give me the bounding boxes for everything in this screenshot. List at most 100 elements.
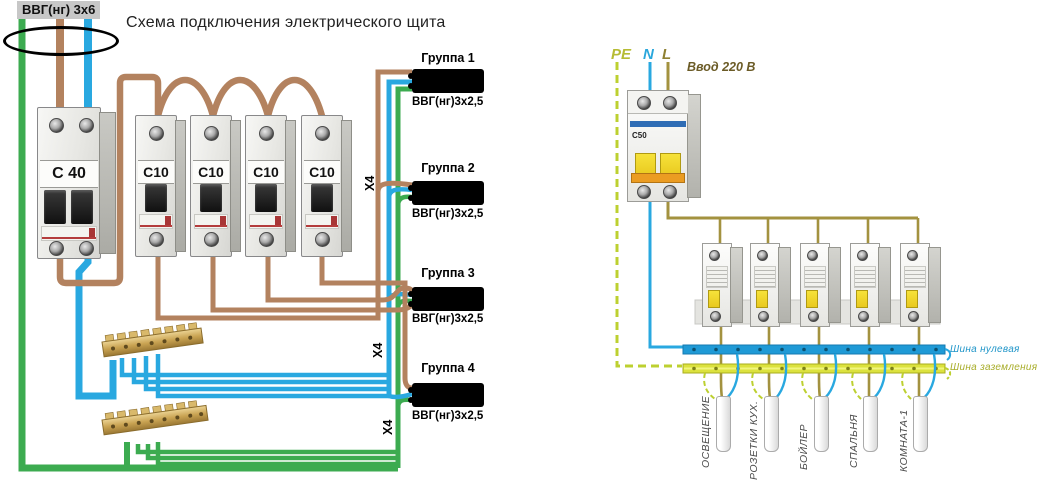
branch-breaker-4: C10 xyxy=(301,115,352,257)
screw-icon xyxy=(757,250,768,261)
ground-riser xyxy=(395,86,412,468)
group-4-cable-spec: ВВГ(нг)3х2,5 xyxy=(412,410,484,422)
breaker-side xyxy=(99,112,116,254)
circuit-breaker-1 xyxy=(702,243,743,327)
output-cable-5 xyxy=(913,396,928,452)
group-2-cable xyxy=(408,181,484,205)
screw-icon xyxy=(709,250,720,261)
breaker-side xyxy=(778,247,791,323)
breaker-toggle xyxy=(708,290,720,308)
neutral-busbar-left xyxy=(101,322,204,358)
breaker-spec-sticker xyxy=(706,266,728,288)
breaker-spec-sticker xyxy=(41,226,97,241)
screw-icon xyxy=(149,126,164,141)
circuit-breaker-3 xyxy=(800,243,841,327)
breaker-toggle xyxy=(311,184,333,212)
circuit-label-bedroom: СПАЛЬНЯ xyxy=(848,414,860,468)
group-2-title: Группа 2 xyxy=(421,161,475,175)
brand-stripe xyxy=(630,121,686,127)
screw-icon xyxy=(204,126,219,141)
connector-label-x4-2: Х4 xyxy=(371,342,385,358)
breaker-spec-sticker xyxy=(139,214,173,229)
screw-icon xyxy=(259,126,274,141)
screw-icon xyxy=(907,250,918,261)
screw-icon xyxy=(663,96,677,110)
breaker-rating-label: C10 xyxy=(138,160,174,184)
screw-icon xyxy=(807,250,818,261)
branch-breaker-2: C10 xyxy=(190,115,241,257)
breaker-side xyxy=(175,120,186,252)
ground-busbar-left xyxy=(101,400,209,436)
breaker-side xyxy=(878,247,891,323)
circuit-label-boiler: БОЙЛЕР xyxy=(798,424,810,470)
circuit-breaker-5 xyxy=(900,243,941,327)
cable-ellipse-annotation xyxy=(3,26,119,56)
neutral-busbar-right xyxy=(682,344,952,361)
breaker-toggle xyxy=(145,184,167,212)
breaker-rating-label: C50 xyxy=(632,131,647,140)
group-1-cable xyxy=(408,69,484,93)
screw-icon xyxy=(204,232,219,247)
breaker-spec-sticker xyxy=(249,214,283,229)
group-1-title: Группа 1 xyxy=(421,51,475,65)
neutral-main-wire xyxy=(75,248,117,400)
input-cable-label: ВВГ(нг) 3х6 xyxy=(17,1,101,19)
breaker-side xyxy=(928,247,941,323)
breaker-toggle xyxy=(255,184,277,212)
circuit-label-kitchen-sockets: РОЗЕТКИ КУХ. xyxy=(748,400,760,480)
n-label: N xyxy=(643,46,654,63)
screw-icon xyxy=(758,311,769,322)
screw-icon xyxy=(79,241,94,256)
l-label: L xyxy=(662,46,672,63)
screw-icon xyxy=(858,311,869,322)
group-2-cable-spec: ВВГ(нг)3х2,5 xyxy=(412,208,484,220)
output-cable-1 xyxy=(716,396,731,452)
screw-icon xyxy=(259,232,274,247)
screw-icon xyxy=(315,126,330,141)
ground-busbar-right xyxy=(682,363,952,380)
screw-icon xyxy=(149,232,164,247)
group-3-title: Группа 3 xyxy=(421,266,475,280)
ground-bus-label: Шина заземления xyxy=(950,362,1038,373)
circuit-label-room1: КОМНАТА-1 xyxy=(898,409,910,472)
screw-icon xyxy=(908,311,919,322)
breaker-spec-sticker xyxy=(305,214,339,229)
group-4-cable xyxy=(408,383,484,407)
breaker-rating-label: C10 xyxy=(248,160,284,184)
screw-icon xyxy=(857,250,868,261)
breaker-side xyxy=(230,120,241,252)
breaker-toggle xyxy=(44,190,66,224)
breaker-side xyxy=(730,247,743,323)
breaker-side xyxy=(285,120,296,252)
screw-icon xyxy=(79,118,94,133)
breaker-toggle xyxy=(71,190,93,224)
breaker-toggle xyxy=(906,290,918,308)
output-cable-2 xyxy=(764,396,779,452)
connector-label-x4-3: Х4 xyxy=(381,419,395,435)
main-breaker-c50: C50 xyxy=(627,90,701,202)
breaker-side xyxy=(341,120,352,252)
toggle-bar xyxy=(631,173,685,183)
main-breaker-c40: C 40 xyxy=(37,107,116,259)
branch-breaker-3: C10 xyxy=(245,115,296,257)
group-1-cable-spec: ВВГ(нг)3х2,5 xyxy=(412,96,484,108)
l-wire xyxy=(666,62,918,220)
breaker-spec-sticker xyxy=(194,214,228,229)
screw-icon xyxy=(49,118,64,133)
screw-icon xyxy=(637,185,651,199)
breaker-side xyxy=(687,94,701,198)
breaker-rating-label: C 40 xyxy=(40,160,98,188)
breaker-spec-sticker xyxy=(804,266,826,288)
group-3-cable xyxy=(408,287,484,311)
screw-icon xyxy=(49,241,64,256)
breaker-rating-label: C10 xyxy=(304,160,340,184)
input-voltage-label: Ввод 220 В xyxy=(687,60,756,74)
neutral-riser xyxy=(386,79,412,396)
output-cable-4 xyxy=(863,396,878,452)
breaker-toggle xyxy=(856,290,868,308)
connector-label-x4-1: Х4 xyxy=(363,175,377,191)
group-4-title: Группа 4 xyxy=(421,361,475,375)
breaker-rating-label: C10 xyxy=(193,160,229,184)
neutral-bus-label: Шина нулевая xyxy=(950,344,1020,355)
